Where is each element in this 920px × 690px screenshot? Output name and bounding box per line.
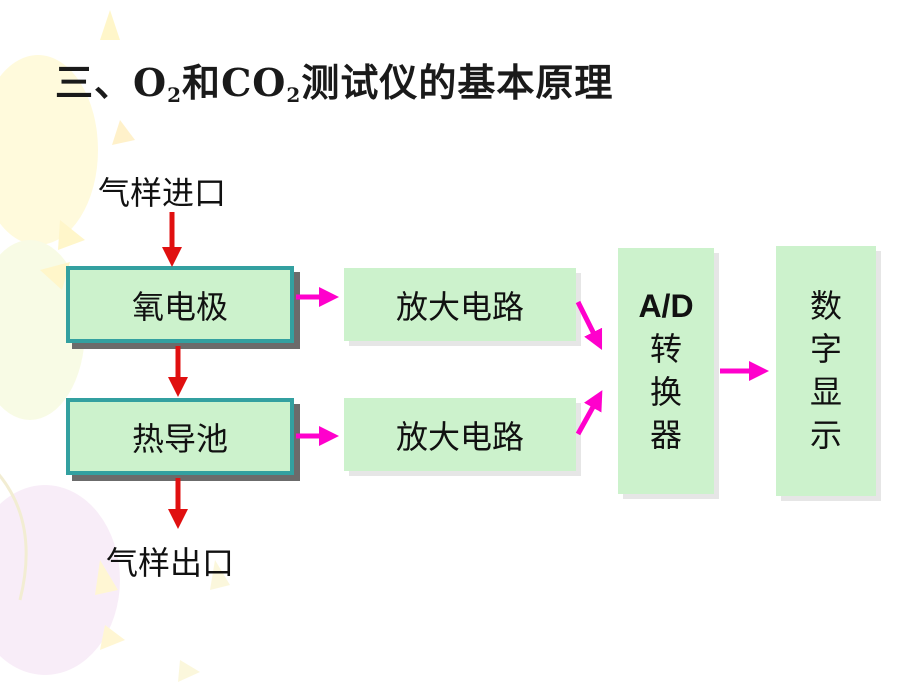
adc-label-ad: A/D: [638, 288, 694, 324]
gas-outlet-label: 气样出口: [106, 544, 235, 582]
gas-inlet-label: 气样进口: [98, 174, 227, 212]
adc-box: A/D 转 换 器: [618, 248, 714, 494]
display-label-char-4: 示: [809, 416, 842, 454]
page-title: 三、O2和CO2测试仪的基本原理: [55, 60, 614, 107]
amplifier-bottom-box: 放大电路: [344, 398, 576, 471]
thermal-cell-label: 热导池: [131, 419, 228, 458]
amplifier-top-label: 放大电路: [395, 287, 524, 326]
thermal-cell-box: 热导池: [66, 398, 294, 475]
amplifier-bottom-label: 放大电路: [395, 417, 524, 456]
oxygen-electrode-box: 氧电极: [66, 266, 294, 343]
adc-label-char-3: 器: [649, 416, 682, 454]
digital-display-box: 数 字 显 示: [776, 246, 876, 496]
adc-label-char-2: 换: [649, 373, 682, 411]
oxygen-electrode-label: 氧电极: [131, 287, 228, 326]
display-label-char-3: 显: [809, 373, 842, 411]
display-label-char-1: 数: [809, 287, 842, 325]
adc-label-char-1: 转: [649, 330, 682, 368]
amplifier-top-box: 放大电路: [344, 268, 576, 341]
display-label-char-2: 字: [809, 330, 842, 368]
